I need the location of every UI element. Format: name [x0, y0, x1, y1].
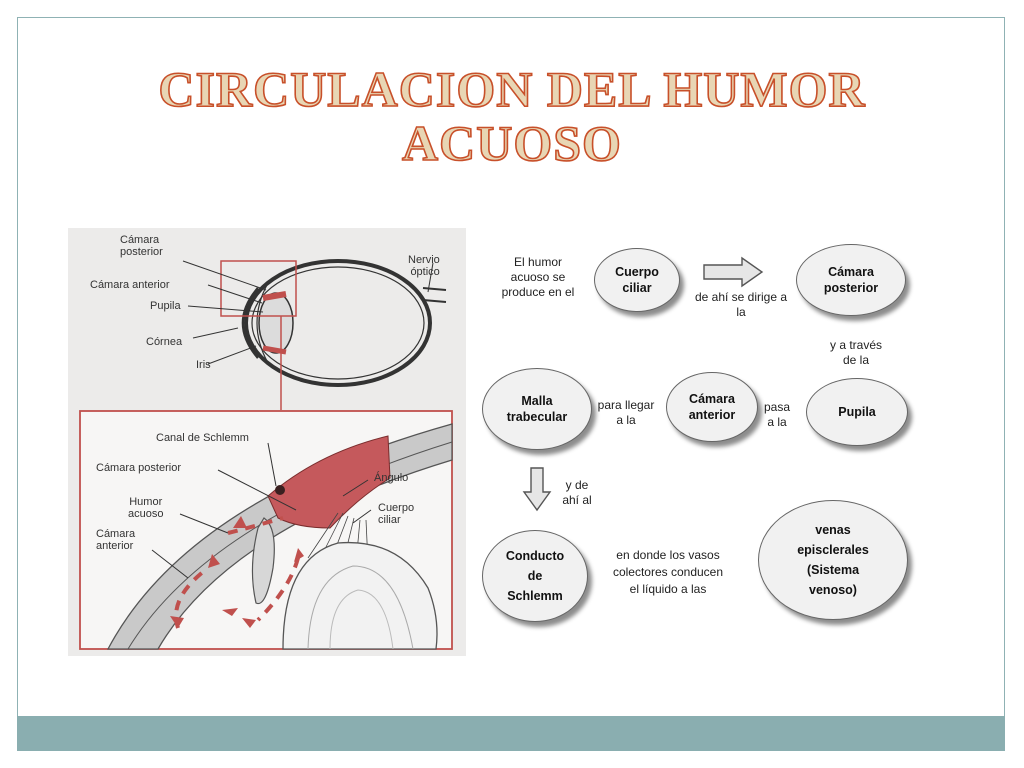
node-venas-episclerales-label: venas episclerales (Sistema venoso)	[797, 523, 869, 597]
label-angulo: Ángulo	[374, 472, 409, 484]
label-camara-anterior-top: Cámara anterior	[90, 279, 170, 291]
flow-intro-text: El humor acuoso se produce en el	[501, 255, 575, 299]
connector-para-llegar: para llegar a la	[597, 398, 655, 427]
node-conducto-schlemm-label: Conducto de Schlemm	[505, 549, 565, 603]
node-cuerpo-ciliar-label: Cuerpo ciliar	[615, 265, 659, 295]
connector-se-dirige: de ahí se dirige a la	[694, 290, 788, 319]
node-camara-anterior: Cámara anterior	[666, 372, 758, 442]
label-nervio-optico: Nervio óptico	[408, 254, 440, 278]
label-iris-top: Iris	[196, 359, 211, 371]
title-line-1: CIRCULACION DEL HUMOR	[158, 61, 866, 117]
node-cuerpo-ciliar: Cuerpo ciliar	[594, 248, 680, 312]
node-pupila-label: Pupila	[838, 405, 876, 419]
drainage-angle-detail	[79, 410, 453, 650]
connector-y-de-ahi: y de ahí al	[562, 478, 592, 507]
eye-cross-section	[220, 259, 447, 387]
node-camara-posterior: Cámara posterior	[796, 244, 906, 316]
connector-en-donde: en donde los vasos colectores conducen e…	[612, 548, 724, 596]
node-malla-trabecular-label: Malla trabecular	[506, 394, 568, 424]
footer-band	[17, 716, 1005, 751]
label-camara-posterior-top: Cámara posterior	[120, 234, 163, 258]
label-cornea-top: Córnea	[146, 336, 183, 348]
label-pupila-top: Pupila	[150, 300, 181, 312]
node-conducto-schlemm: Conducto de Schlemm	[482, 530, 588, 622]
node-malla-trabecular: Malla trabecular	[482, 368, 592, 450]
eye-diagram-drawing	[79, 259, 453, 650]
leader-lines	[151, 260, 434, 579]
label-canal-schlemm: Canal de Schlemm	[156, 432, 249, 444]
label-humor-acuoso: Humor acuoso	[128, 496, 164, 520]
arrow-right-icon	[703, 256, 764, 288]
node-venas-episclerales: venas episclerales (Sistema venoso)	[758, 500, 908, 620]
eye-anatomy-illustration: Cámara posterior Cámara anterior Pupila …	[68, 228, 466, 656]
connector-pasa-a-la: pasa a la	[763, 400, 791, 429]
slide-title: CIRCULACION DEL HUMOR ACUOSO	[100, 61, 924, 171]
label-camara-posterior-detail: Cámara posterior	[96, 462, 181, 474]
node-camara-anterior-label: Cámara anterior	[688, 392, 736, 422]
connector-a-traves: y a través de la	[829, 338, 883, 367]
label-cuerpo-ciliar-detail: Cuerpo ciliar	[378, 502, 415, 526]
node-camara-posterior-label: Cámara posterior	[823, 265, 879, 295]
title-line-2: ACUOSO	[401, 115, 622, 171]
arrow-down-icon	[522, 467, 552, 512]
node-pupila: Pupila	[806, 378, 908, 446]
label-camara-anterior-detail: Cámara anterior	[96, 528, 136, 552]
